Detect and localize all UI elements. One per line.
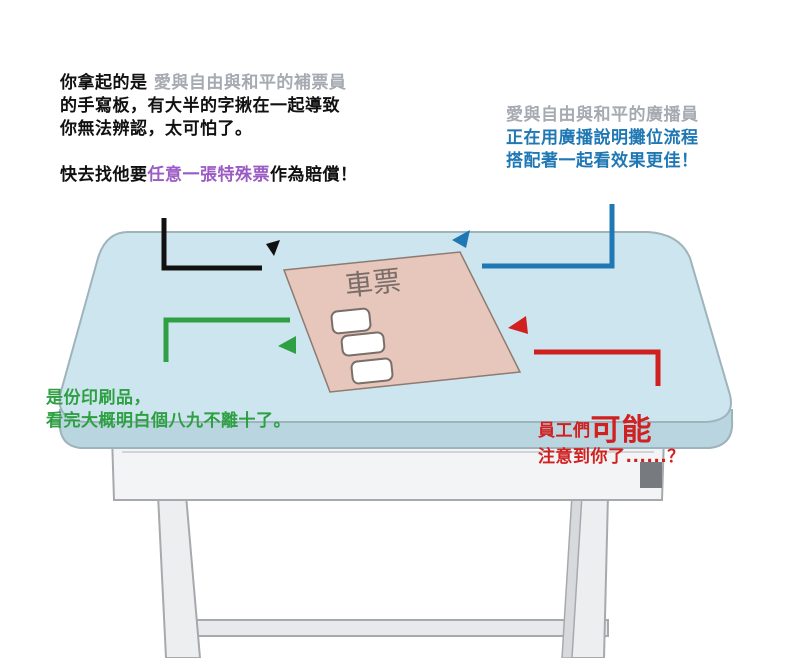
- staff-possibly-emphasis: 可能: [590, 413, 653, 448]
- flyer-line-1: 是份印刷品，: [46, 388, 151, 408]
- staff-line-1-prefix: 員工們: [538, 421, 591, 441]
- black-marker-bracket: [161, 218, 280, 271]
- desk-crossbar: [167, 619, 609, 637]
- red-marker-bracket: [508, 316, 661, 386]
- note-line-2: 的手寫板，有大半的字揪在一起導致: [60, 96, 340, 116]
- broadcaster-line-3: 搭配著一起看效果更佳！: [506, 151, 699, 171]
- special-ticket-highlight: 任意一張特殊票: [147, 165, 270, 185]
- broadcaster-line-2: 正在用廣播說明攤位流程: [506, 128, 699, 148]
- note-line-4-prefix: 快去找他要: [60, 165, 148, 185]
- note-line-4: 快去找他要任意一張特殊票作為賠償！: [60, 164, 358, 187]
- red-arrow-icon: [508, 316, 528, 334]
- ticket-inspector-name: 愛與自由與和平的補票員: [153, 73, 347, 93]
- blue-marker-bracket: [452, 204, 615, 269]
- blue-arrow-icon: [452, 230, 470, 248]
- handwriting-board-note: 你拿起的是 愛與自由與和平的補票員 的手寫板，有大半的字揪在一起導致 你無法辨認…: [60, 72, 358, 187]
- green-arrow-icon: [278, 336, 296, 354]
- note-line-4-suffix: 作為賠償！: [270, 165, 358, 185]
- note-line-1-prefix: 你拿起的是: [60, 73, 148, 93]
- note-line-3: 你無法辨認，太可怕了。: [60, 119, 253, 139]
- staff-noticed-note: 員工們可能 注意到你了......？: [538, 416, 685, 470]
- broadcaster-name: 愛與自由與和平的廣播員: [506, 105, 699, 125]
- desk-leg-left: [156, 494, 202, 658]
- note-line-1: 你拿起的是 愛與自由與和平的補票員: [60, 72, 358, 95]
- flyer-line-2: 看完大概明白個八九不離十了。: [46, 411, 291, 431]
- broadcaster-note: 愛與自由與和平的廣播員 正在用廣播說明攤位流程 搭配著一起看效果更佳！: [506, 104, 699, 173]
- staff-line-2: 注意到你了......？: [538, 447, 685, 467]
- staff-line-1: 員工們可能: [538, 416, 685, 446]
- ticket-handwriting: 車票: [343, 264, 402, 303]
- ticket-board[interactable]: 車票: [282, 251, 522, 393]
- green-marker-bracket: [163, 317, 296, 362]
- printed-flyer-note: 是份印刷品， 看完大概明白個八九不離十了。: [46, 387, 291, 433]
- black-arrow-icon: [266, 240, 280, 256]
